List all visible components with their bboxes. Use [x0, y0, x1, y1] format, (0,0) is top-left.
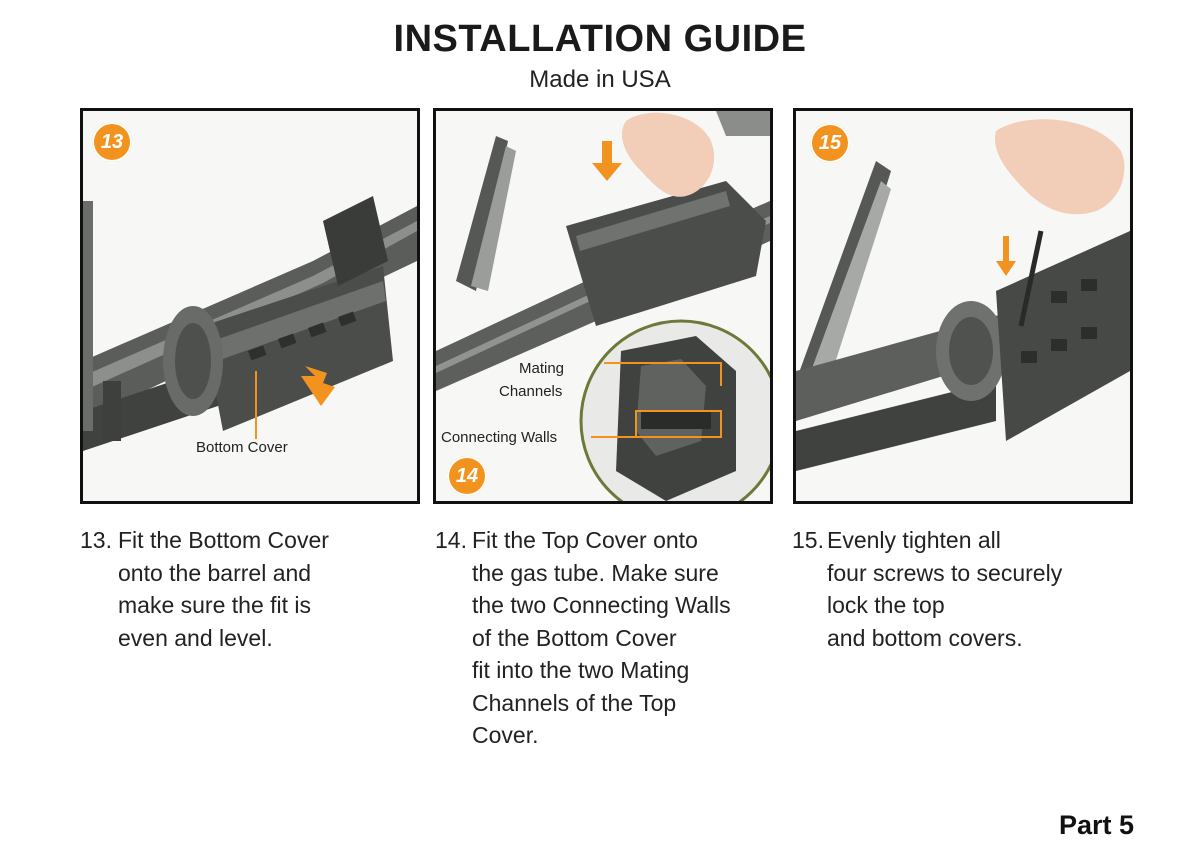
page-title: INSTALLATION GUIDE	[393, 18, 807, 60]
rifle-top-cover-illustration	[436, 111, 770, 501]
instruction-line: the gas tube. Make sure	[472, 559, 719, 586]
instruction-line: Cover.	[472, 722, 539, 748]
step-number-badge: 13	[92, 122, 132, 162]
step-number-badge: 14	[447, 456, 487, 496]
step-14-photo: 14 Mating Channels Connecting Walls	[433, 108, 773, 504]
instruction-line: onto the barrel and	[118, 559, 312, 586]
step-13-photo: 13 Bottom Cover	[80, 108, 420, 504]
instruction-line: even and level.	[118, 624, 273, 651]
page-subtitle: Made in USA	[529, 66, 671, 93]
step-number: 14.	[435, 527, 467, 553]
instruction-line: lock the top	[827, 592, 945, 618]
instruction-line: Fit the Top Cover onto	[472, 527, 698, 553]
instruction-line: make sure the fit is	[118, 592, 312, 618]
instruction-line: Channels of the Top	[472, 689, 677, 716]
rifle-tighten-screws-illustration	[796, 111, 1130, 501]
step-number: 15.	[792, 527, 824, 553]
channels-callout: Channels	[499, 383, 563, 400]
bottom-cover-callout: Bottom Cover	[196, 439, 288, 456]
step-14-instructions: 14. Fit the Top Cover onto the gas tube.…	[435, 524, 731, 752]
instruction-line: Evenly tighten all	[827, 527, 1001, 553]
step-number-badge: 15	[810, 123, 850, 163]
instruction-line: the two Connecting Walls	[472, 592, 731, 618]
step-15-instructions: 15. Evenly tighten all four screws to se…	[792, 524, 1062, 654]
mating-callout: Mating	[519, 360, 565, 377]
step-13-instructions: 13. Fit the Bottom Cover onto the barrel…	[80, 524, 329, 654]
step-15-photo: 15	[793, 108, 1133, 504]
instruction-line: Fit the Bottom Cover	[118, 527, 329, 553]
instruction-line: four screws to securely	[827, 559, 1063, 586]
part-label: Part 5	[1058, 810, 1134, 840]
rifle-bottom-cover-illustration	[83, 111, 417, 501]
step-number: 13.	[80, 527, 112, 553]
connecting-walls-callout: Connecting Walls	[441, 429, 558, 446]
instruction-line: and bottom covers.	[827, 624, 1023, 651]
instruction-line: of the Bottom Cover	[472, 624, 677, 651]
instruction-line: fit into the two Mating	[472, 657, 690, 683]
